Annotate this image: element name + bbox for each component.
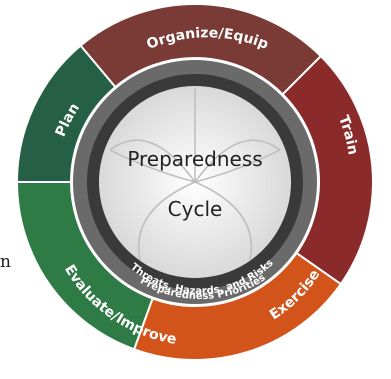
outer-segment-ring	[15, 3, 374, 361]
center-title-line1: Preparedness	[127, 147, 262, 171]
star-pattern	[109, 88, 281, 261]
stray-text: n	[0, 252, 11, 272]
center-title-line2: Cycle	[168, 197, 223, 221]
segment-plan	[15, 44, 117, 183]
